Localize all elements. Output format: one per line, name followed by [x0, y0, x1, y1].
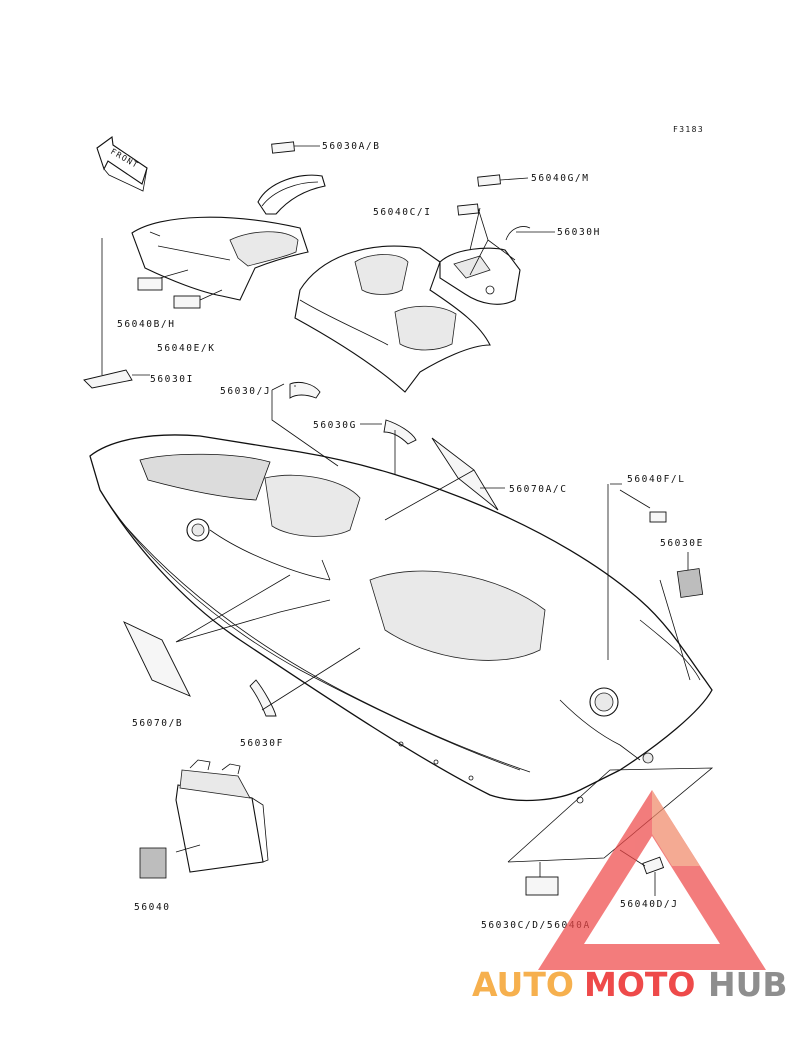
label-56030e: 56030E [660, 538, 704, 549]
label-56040gm: 56040G/M [531, 173, 590, 184]
label-56030ab: 56030A/B [322, 141, 381, 152]
label-56040ci: 56040C/I [373, 207, 432, 218]
label-56040bh: 56040B/H [117, 319, 176, 330]
seat-pad-part [439, 247, 521, 305]
label-56030i: 56030I [150, 374, 194, 385]
svg-text:MOTO: MOTO [584, 965, 695, 1004]
storage-cover-part [294, 245, 491, 393]
watermark-text: AUTO MOTO HUB [472, 965, 788, 1004]
ring-part [505, 226, 531, 241]
hull-body [89, 434, 713, 804]
small-cover-part [257, 174, 326, 215]
label-56040dj: 56040D/J [620, 899, 679, 910]
figure-code: F3183 [673, 125, 704, 134]
label-56070b: 56070/B [132, 718, 183, 729]
label-56030j: 56030/J [220, 386, 271, 397]
watermark-logo [538, 790, 766, 970]
label-56030f: 56030F [240, 738, 284, 749]
label-56040: 56040 [134, 902, 171, 913]
label-56070ac: 56070A/C [509, 484, 568, 495]
front-arrow-icon: FRONT [96, 136, 148, 192]
decal-shapes [83, 141, 704, 896]
label-56030cd-56040a: 56030C/D/56040A [481, 920, 591, 931]
svg-text:AUTO: AUTO [472, 965, 574, 1004]
label-56030h: 56030H [557, 227, 601, 238]
leader-lines [101, 145, 714, 896]
svg-text:HUB: HUB [708, 965, 788, 1004]
label-56030g: 56030G [313, 420, 357, 431]
label-56040fl: 56040F/L [627, 474, 686, 485]
part-labels: 56030A/B 56040G/M 56040C/I 56030H 56040B… [117, 141, 704, 931]
top-cover-part [131, 216, 309, 301]
battery-part [175, 759, 269, 873]
label-56040ek: 56040E/K [157, 343, 216, 354]
